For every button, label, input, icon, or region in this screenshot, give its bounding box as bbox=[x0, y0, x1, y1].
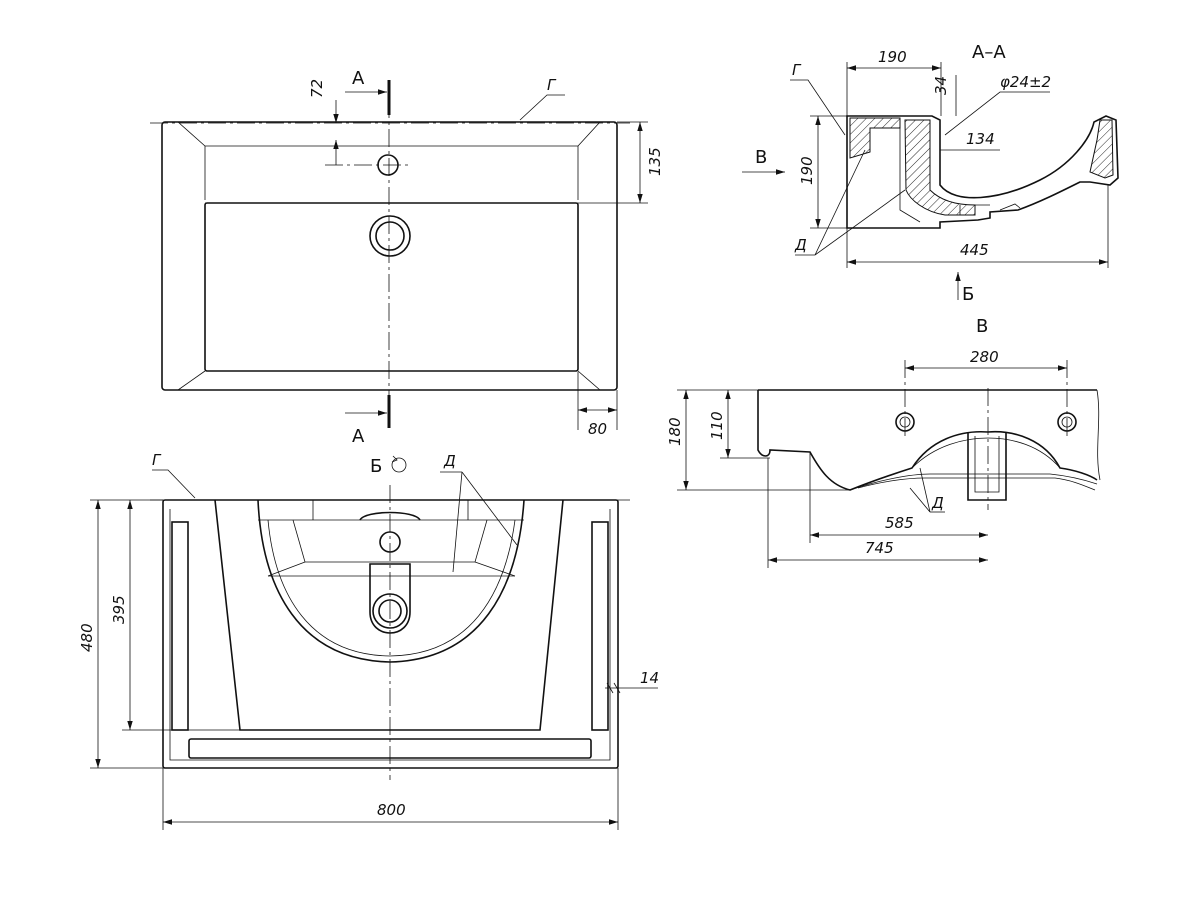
side-view: В 280 180 110 585 745 bbox=[666, 316, 1101, 568]
leader-g-section: Г bbox=[792, 61, 802, 79]
dim-190-height: 190 bbox=[798, 156, 816, 185]
dim-800: 800 bbox=[377, 801, 406, 819]
leader-d-side: Д bbox=[931, 494, 944, 512]
dim-34: 34 bbox=[932, 76, 950, 95]
view-v-arrow-label: В bbox=[755, 147, 767, 168]
dim-134: 134 bbox=[966, 130, 995, 148]
leader-g-bottom: Г bbox=[152, 451, 162, 469]
view-v-title: В bbox=[976, 316, 988, 337]
dim-180: 180 bbox=[666, 417, 684, 446]
dim-445: 445 bbox=[960, 241, 989, 259]
leader-d-section: Д bbox=[794, 236, 807, 254]
section-a-label-top: А bbox=[352, 68, 365, 89]
dim-14: 14 bbox=[640, 669, 659, 687]
leader-g-top: Г bbox=[547, 76, 557, 94]
bottom-view: Б 480 395 bbox=[78, 451, 659, 830]
dim-480: 480 bbox=[78, 623, 96, 652]
view-b-label: Б bbox=[370, 456, 382, 477]
dim-110: 110 bbox=[708, 411, 726, 440]
drain-outer-top bbox=[369, 215, 411, 257]
dim-80: 80 bbox=[588, 420, 607, 438]
dim-135: 135 bbox=[646, 147, 664, 176]
dim-190-width: 190 bbox=[878, 48, 907, 66]
leader-d-bottom: Д bbox=[443, 452, 456, 470]
dim-72: 72 bbox=[308, 79, 326, 98]
dim-phi: φ24±2 bbox=[1000, 73, 1051, 91]
dim-745: 745 bbox=[865, 539, 894, 557]
section-aa-title: А–А bbox=[972, 42, 1006, 63]
section-a-label-bottom: А bbox=[352, 426, 365, 447]
top-view: А А 72 135 80 Г bbox=[150, 68, 664, 447]
view-b-arrow-label: Б bbox=[962, 284, 974, 305]
dim-280: 280 bbox=[970, 348, 999, 366]
section-aa: А–А 190 34 φ24±2 134 190 445 bbox=[742, 42, 1119, 305]
dim-585: 585 bbox=[885, 514, 914, 532]
dim-395: 395 bbox=[110, 595, 128, 624]
